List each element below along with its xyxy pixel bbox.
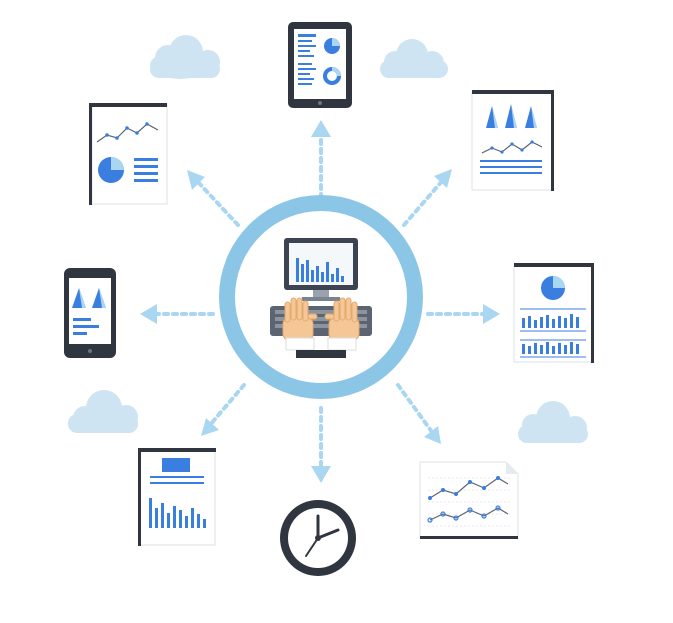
report-pie-bars-icon	[513, 263, 594, 363]
cloud-icon	[518, 401, 588, 443]
clock-icon	[280, 500, 356, 576]
phone-chart-icon	[64, 268, 116, 358]
tablet-dashboard-icon	[288, 22, 352, 108]
center-hub	[219, 195, 423, 399]
connector-arrows	[153, 133, 487, 470]
hand-left-icon	[282, 297, 318, 341]
computer-with-hands-typing-icon	[270, 238, 372, 358]
arrow-heads	[140, 120, 500, 483]
report-triangle-chart-icon	[471, 90, 554, 191]
report-bar-chart-icon	[138, 448, 216, 546]
cloud-icon	[380, 39, 448, 78]
hand-right-icon	[324, 297, 360, 341]
cloud-icon	[150, 35, 220, 79]
cloud-icon	[68, 390, 138, 433]
line-chart-paper-icon	[419, 461, 519, 539]
report-line-pie-icon	[89, 103, 168, 205]
